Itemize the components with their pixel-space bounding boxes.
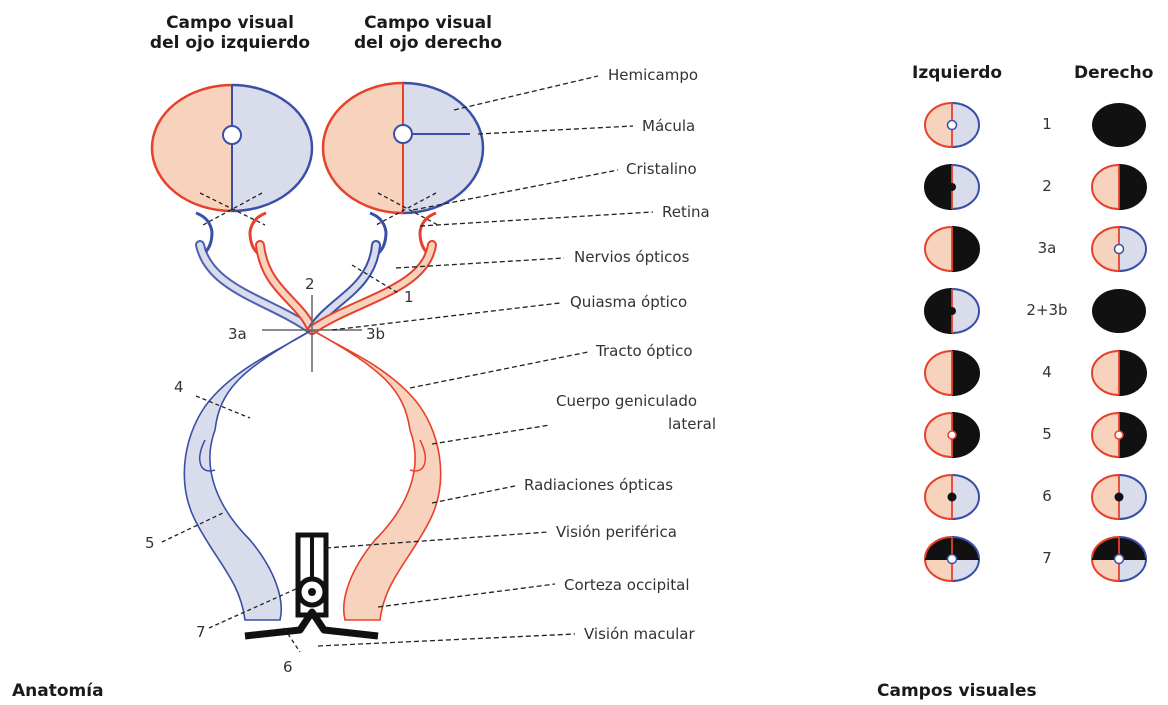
field-row-label: 3a: [1020, 239, 1074, 257]
field-row-label: 4: [1020, 363, 1074, 381]
field-row-label: 2+3b: [1020, 301, 1074, 319]
field-left-2: [925, 165, 979, 209]
field-row-label: 2: [1020, 177, 1074, 195]
field-right-4: [1092, 289, 1146, 333]
field-left-6: [925, 413, 979, 457]
field-right-3: [1092, 227, 1146, 271]
field-left-5: [925, 351, 979, 395]
field-row-label: 6: [1020, 487, 1074, 505]
field-left-4: [925, 289, 979, 333]
field-left-8: [925, 537, 979, 581]
caption-fields: Campos visuales: [877, 681, 1037, 701]
field-left-3: [925, 227, 979, 271]
caption-anatomy: Anatomía: [12, 681, 104, 701]
field-row-label: 1: [1020, 115, 1074, 133]
field-left-1: [925, 103, 979, 147]
field-row-label: 5: [1020, 425, 1074, 443]
field-right-2: [1092, 165, 1146, 209]
field-row-label: 7: [1020, 549, 1074, 567]
field-right-5: [1092, 351, 1146, 395]
field-right-1: [1092, 103, 1146, 147]
field-right-7: [1092, 475, 1146, 519]
field-right-6: [1092, 413, 1146, 457]
field-right-8: [1092, 537, 1146, 581]
field-left-7: [925, 475, 979, 519]
